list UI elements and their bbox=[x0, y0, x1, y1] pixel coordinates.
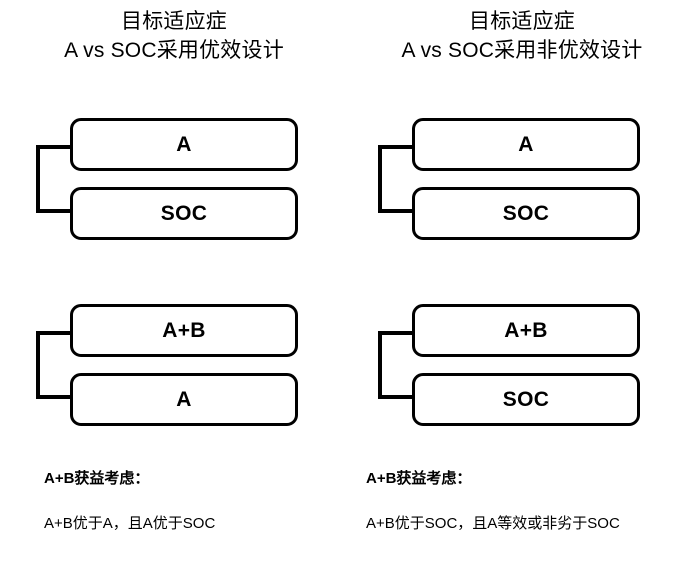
column-noninferiority-design: 目标适应症 A vs SOC采用非优效设计 A SOC A+B SOC A+B获… bbox=[348, 0, 696, 575]
caption-noninferiority: A+B获益考虑： A+B优于SOC，且A等效或非劣于SOC bbox=[366, 468, 696, 534]
noninferiority-primary-group: A SOC bbox=[378, 118, 640, 240]
caption-superiority: A+B获益考虑： A+B优于A，且A优于SOC bbox=[44, 468, 344, 534]
title-line-2: A vs SOC采用优效设计 bbox=[64, 38, 284, 62]
column-superiority-design: 目标适应症 A vs SOC采用优效设计 A SOC A+B A A+B获益考虑… bbox=[0, 8, 348, 534]
arm-label: A+B bbox=[504, 319, 548, 342]
arm-label: A bbox=[518, 133, 534, 156]
arm-box-a[interactable]: A bbox=[70, 373, 298, 426]
caption-heading: A+B获益考虑： bbox=[44, 470, 150, 487]
superiority-combination-group: A+B A bbox=[36, 304, 298, 428]
bracket-icon bbox=[36, 331, 72, 399]
caption-body: A+B优于A，且A优于SOC bbox=[44, 515, 216, 532]
caption-heading: A+B获益考虑： bbox=[366, 470, 472, 487]
superiority-primary-group: A SOC bbox=[36, 118, 298, 240]
column-title-noninferiority: 目标适应症 A vs SOC采用非优效设计 bbox=[348, 8, 696, 66]
bracket-icon bbox=[378, 331, 414, 399]
arm-box-soc[interactable]: SOC bbox=[412, 187, 640, 240]
arm-label: A+B bbox=[162, 319, 206, 342]
arm-label: SOC bbox=[160, 202, 208, 225]
title-line-1: 目标适应症 bbox=[469, 10, 575, 33]
title-line-1: 目标适应症 bbox=[121, 10, 227, 33]
arm-box-a[interactable]: A bbox=[70, 118, 298, 171]
bracket-icon bbox=[36, 145, 72, 213]
arm-label: A bbox=[176, 133, 192, 156]
arm-label: A bbox=[176, 388, 192, 411]
column-title-superiority: 目标适应症 A vs SOC采用优效设计 bbox=[0, 8, 348, 66]
noninferiority-combination-group: A+B SOC bbox=[378, 304, 640, 428]
arm-box-soc[interactable]: SOC bbox=[412, 373, 640, 426]
arm-box-soc[interactable]: SOC bbox=[70, 187, 298, 240]
caption-body: A+B优于SOC，且A等效或非劣于SOC bbox=[366, 515, 620, 532]
arm-box-ab[interactable]: A+B bbox=[412, 304, 640, 357]
bracket-icon bbox=[378, 145, 414, 213]
arm-label: SOC bbox=[502, 202, 550, 225]
arm-label: SOC bbox=[502, 388, 550, 411]
title-line-2: A vs SOC采用非优效设计 bbox=[401, 38, 643, 62]
arm-box-ab[interactable]: A+B bbox=[70, 304, 298, 357]
arm-box-a[interactable]: A bbox=[412, 118, 640, 171]
